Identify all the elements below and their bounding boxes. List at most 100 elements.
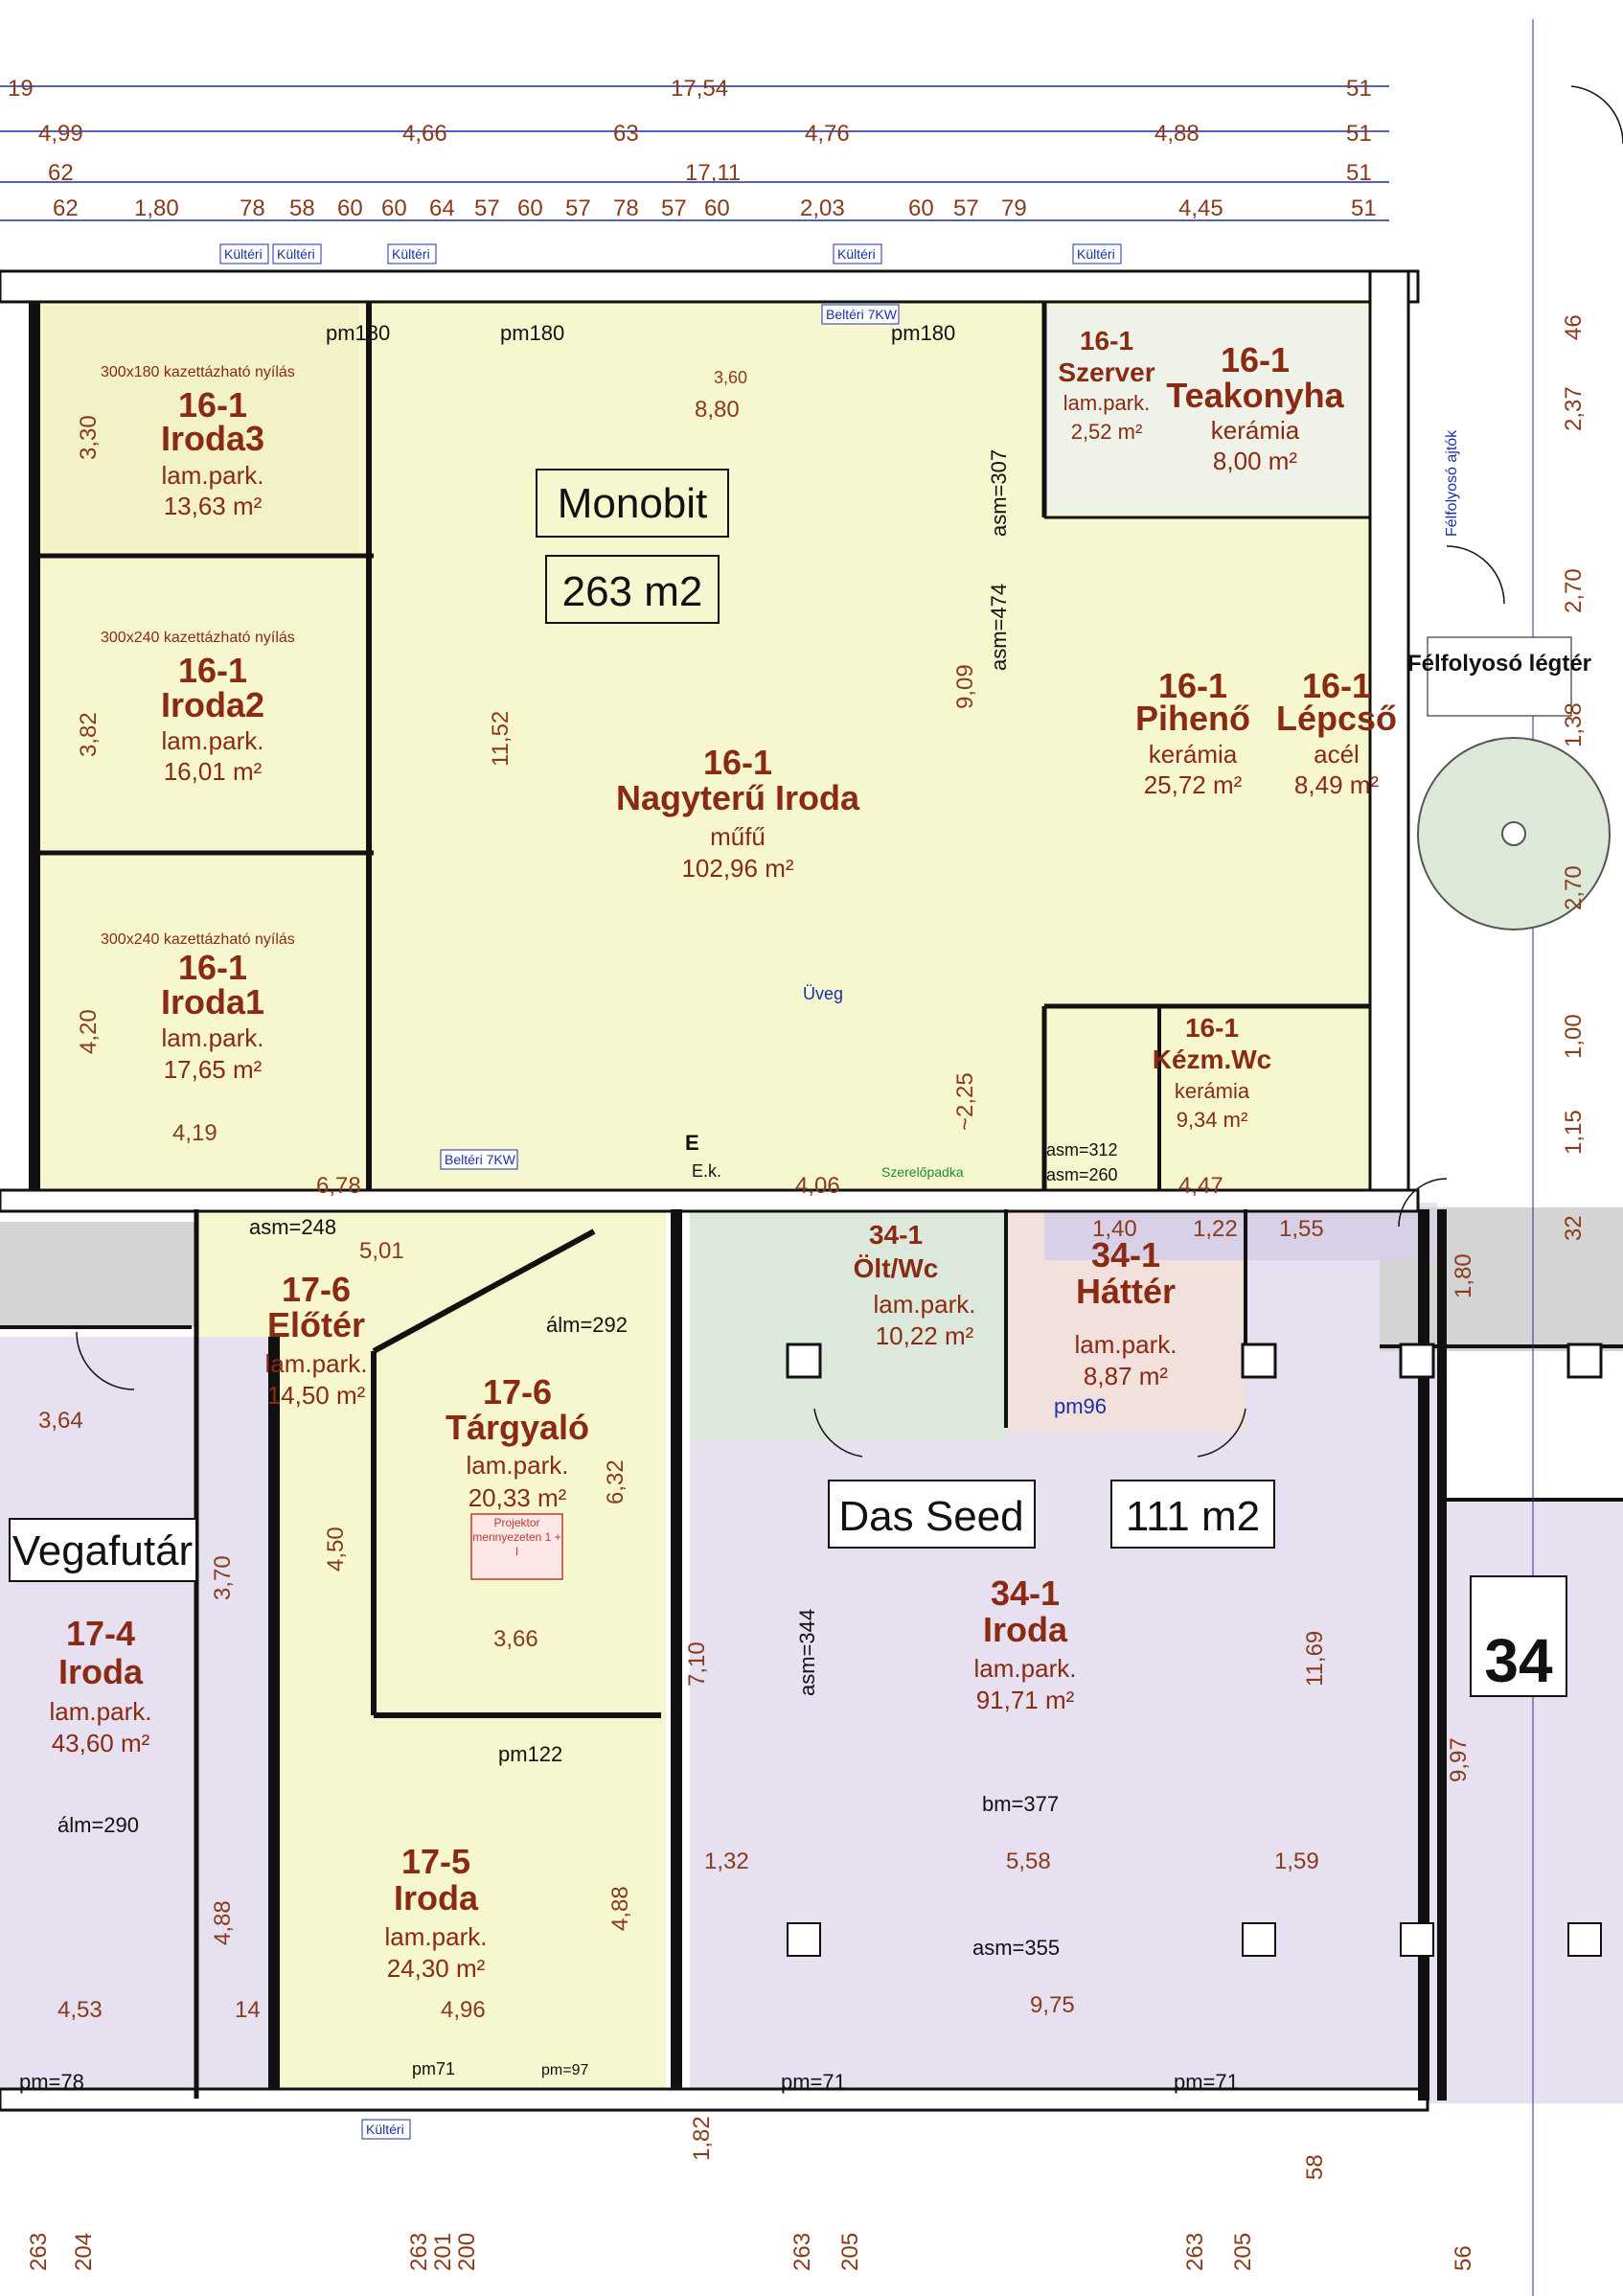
room-szerver-id: 16-1 (1080, 326, 1133, 356)
dim-r4-2: 78 (240, 195, 265, 221)
room-piheno-area: 25,72 m² (1144, 770, 1243, 799)
room-piheno-id: 16-1 (1158, 666, 1227, 705)
dim-r4-15: 57 (953, 195, 979, 221)
room-hatter-area: 8,87 m² (1084, 1362, 1168, 1390)
das-seed-frame (828, 1480, 1036, 1549)
room-iroda3-name: Iroda3 (161, 419, 264, 458)
dim-top-63: 63 (613, 121, 639, 147)
room-piheno-mat: kerámia (1149, 740, 1238, 769)
dim-r4-14: 60 (908, 195, 934, 221)
room-341-iroda-id: 34-1 (991, 1573, 1060, 1613)
kulteri-tag-1: Kültéri (224, 246, 263, 262)
kulteri-tag-6: Kültéri (366, 2122, 404, 2137)
pm71c: pm71 (412, 2059, 455, 2078)
room-174-iroda-id: 17-4 (66, 1614, 135, 1653)
room-oltwc-area: 10,22 m² (876, 1321, 974, 1350)
das-seed-area: 111 m2 (1126, 1493, 1260, 1540)
dim-3-70: 3,70 (210, 1555, 236, 1600)
dim-top-4-66: 4,66 (402, 121, 447, 147)
dim-2-70a: 2,70 (1561, 568, 1587, 613)
dim-2-25: ~2,25 (952, 1072, 978, 1131)
room-341-iroda-mat: lam.park. (974, 1654, 1077, 1683)
room-lepcso-mat: acél (1314, 740, 1360, 769)
szerelopadka: Szerelőpadka (881, 1164, 964, 1180)
dim-5-01: 5,01 (359, 1238, 404, 1264)
room-175-iroda-id: 17-5 (401, 1842, 470, 1881)
das-seed-area-frame (1110, 1480, 1275, 1549)
room-175-iroda-mat: lam.park. (385, 1922, 488, 1951)
teakonyha-zone (1044, 307, 1380, 513)
room-oltwc: 34-1 Ölt/Wc lam.park. 10,22 m² (854, 1220, 976, 1350)
room-174-iroda-name: Iroda (58, 1652, 144, 1691)
dim-5-58: 5,58 (1006, 1848, 1051, 1874)
room-lepcso: 16-1 Lépcső acél 8,49 m² (1276, 666, 1397, 799)
room-175-iroda-name: Iroda (394, 1878, 479, 1917)
asm260: asm=260 (1046, 1165, 1118, 1184)
bm377: bm=377 (982, 1792, 1059, 1816)
dim-1-55: 1,55 (1279, 1216, 1324, 1242)
dim-r4-11: 57 (661, 195, 687, 221)
room-nagyteru: 16-1 Nagyterű Iroda műfű 102,96 m² (616, 743, 860, 883)
room-iroda3-mat: lam.park. (162, 461, 264, 490)
dim-11-52: 11,52 (488, 711, 514, 767)
kazetta-note-2: 300x240 kazettázható nyílás (101, 630, 295, 646)
dim-r4-6: 64 (429, 195, 455, 221)
dim-4-50: 4,50 (323, 1527, 349, 1572)
dim-4-19: 4,19 (172, 1120, 217, 1146)
room-szerver-area: 2,52 m² (1071, 420, 1143, 444)
room-iroda2-id: 16-1 (178, 651, 247, 690)
dim-top-19: 19 (8, 76, 34, 102)
dim-1-59: 1,59 (1274, 1848, 1319, 1874)
room-341-iroda: 34-1 Iroda lam.park. 91,71 m² (974, 1573, 1077, 1714)
room-eloter-id: 17-6 (282, 1270, 351, 1309)
dim-46-right: 46 (1561, 314, 1587, 340)
dim-top-62a: 62 (48, 160, 74, 186)
dim-6-32: 6,32 (603, 1459, 629, 1504)
room-iroda3-area: 13,63 m² (164, 492, 263, 520)
room-nagyteru-id: 16-1 (703, 743, 772, 782)
legter-frame (1427, 636, 1572, 717)
pm71a: pm=71 (781, 2070, 846, 2094)
room-nagyteru-area: 102,96 m² (681, 854, 793, 883)
room-eloter-name: Előtér (267, 1305, 365, 1344)
alm290: álm=290 (57, 1813, 139, 1837)
monobit-label: Monobit (558, 480, 708, 527)
dim-r4-5: 60 (381, 195, 407, 221)
room-targyalo: 17-6 Tárgyaló lam.park. 20,33 m² (446, 1372, 589, 1512)
dim-bottom-11: 1,82 (689, 2116, 715, 2161)
felfolyoso-ajtok: Félfolyosó ajtók (1444, 429, 1460, 537)
dim-3-64: 3,64 (38, 1408, 83, 1434)
room-oltwc-mat: lam.park. (874, 1290, 976, 1319)
room-iroda1-area: 17,65 m² (164, 1055, 263, 1084)
monobit-area-frame (545, 555, 720, 624)
room-eloter-mat: lam.park. (265, 1349, 368, 1378)
dim-bottom-9: 56 (1451, 2245, 1476, 2271)
room-341-iroda-area: 91,71 m² (976, 1686, 1075, 1714)
room-175-iroda: 17-5 Iroda lam.park. 24,30 m² (385, 1842, 488, 1983)
dim-1-80: 1,80 (1451, 1253, 1476, 1298)
room-iroda1: 16-1 Iroda1 lam.park. 17,65 m² (161, 948, 264, 1084)
dim-r4-13: 2,03 (800, 195, 845, 221)
dim-bottom-5: 263 (789, 2233, 815, 2271)
kulteri-tag-4: Kültéri (837, 246, 876, 262)
asm344: asm=344 (795, 1609, 819, 1696)
pm96: pm96 (1054, 1394, 1107, 1418)
room-hatter: 34-1 Háttér lam.park. 8,87 m² (1075, 1235, 1177, 1390)
dim-top-4-76: 4,76 (805, 121, 850, 147)
room-szerver: 16-1 Szerver lam.park. 2,52 m² (1058, 326, 1154, 444)
room-174-iroda-area: 43,60 m² (52, 1729, 150, 1757)
room-341-iroda-name: Iroda (983, 1610, 1068, 1649)
dim-top-51c: 51 (1346, 160, 1372, 186)
room-piheno: 16-1 Pihenő kerámia 25,72 m² (1135, 666, 1250, 799)
legter-label: Félfolyosó légtér (1407, 651, 1591, 677)
dim-2-70b: 2,70 (1561, 865, 1587, 910)
dim-3-60: 3,60 (714, 368, 747, 387)
room-lepcso-name: Lépcső (1276, 699, 1397, 738)
pm180a: pm180 (326, 321, 390, 345)
room-iroda2-name: Iroda2 (161, 685, 264, 724)
room-hatter-mat: lam.park. (1075, 1330, 1177, 1359)
dim-1-15: 1,15 (1561, 1110, 1587, 1155)
dim-bottom-1: 204 (71, 2233, 97, 2271)
room-hatter-id: 34-1 (1091, 1235, 1160, 1274)
pm97: pm=97 (541, 2062, 588, 2078)
